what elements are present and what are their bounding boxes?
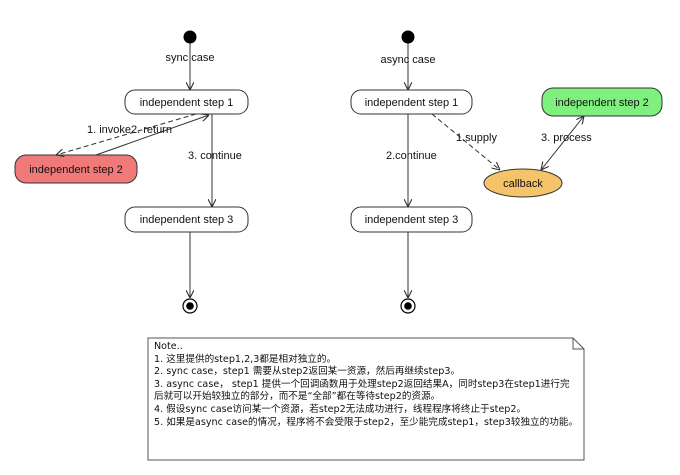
note-fold: [572, 338, 584, 350]
sync-return-edge: [95, 115, 209, 156]
note-line-4: 4. 假设sync case访问某一个资源，若step2无法成功进行，线程程序将…: [154, 403, 527, 415]
note-line-1: 1. 这里提供的step1,2,3都是相对独立的。: [154, 353, 337, 365]
note-line-5: 5. 如果是async case的情况，程序将不会受限于step2，至少能完成s…: [154, 416, 579, 428]
async-initial-node: [401, 30, 415, 44]
sync-return-label: 2. return: [131, 124, 172, 136]
note-line-2: 2. sync case，step1 需要从step2返回某一资源，然后再继续s…: [154, 366, 461, 378]
async-continue-label: 2.continue: [386, 150, 437, 162]
async-step1-label: independent step 1: [365, 97, 459, 109]
sync-step3-label: independent step 3: [140, 214, 234, 226]
async-case-label: async case: [380, 54, 435, 66]
sync-step2-node[interactable]: [14, 154, 138, 184]
sync-invoke-label: 1. invoke: [87, 124, 131, 136]
async-supply-edge: [431, 113, 500, 170]
async-step3-label: independent step 3: [365, 214, 459, 226]
sync-step1-node[interactable]: [124, 89, 249, 115]
async-process-edge: [541, 116, 584, 170]
note-line-3: 3. async case， step1 提供一个回调函数用于处理step2返回…: [154, 378, 570, 403]
async-callback-label: callback: [503, 178, 543, 190]
sync-step3-node[interactable]: [124, 206, 249, 233]
note: Note.. 1. 这里提供的step1,2,3都是相对独立的。 2. sync…: [148, 338, 584, 460]
sync-initial-node: [183, 30, 197, 44]
note-box: [147, 337, 585, 461]
async-supply-label: 1.supply: [456, 132, 497, 144]
async-step2-label: independent step 2: [555, 97, 649, 109]
async-step2-node[interactable]: [541, 87, 663, 117]
sync-continue-label: 3. continue: [188, 150, 242, 162]
note-title: Note..: [154, 341, 183, 352]
async-process-label: 3. process: [541, 132, 592, 144]
sync-invoke-edge: [56, 113, 197, 155]
sync-case-label: sync case: [166, 52, 215, 64]
sync-step1-label: independent step 1: [140, 97, 234, 109]
async-step3-node[interactable]: [350, 206, 473, 233]
async-final-node-inner: [404, 302, 412, 310]
sync-final-node-inner: [186, 302, 194, 310]
async-step1-node[interactable]: [350, 89, 473, 115]
sync-step2-label: independent step 2: [29, 164, 123, 176]
async-callback-node[interactable]: [483, 168, 563, 198]
